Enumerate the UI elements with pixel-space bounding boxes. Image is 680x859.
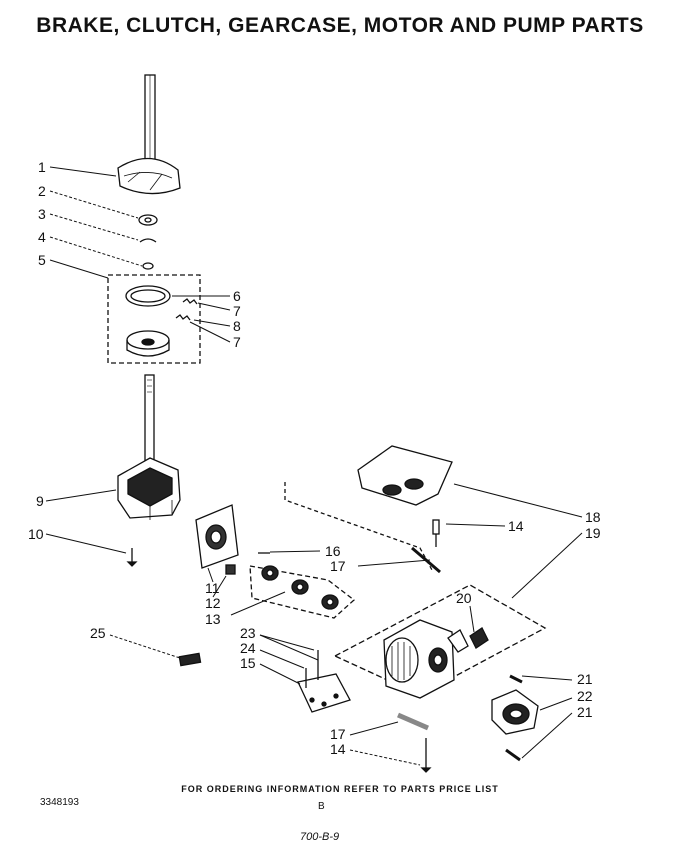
brake-drum-icon [126,330,170,357]
pump-screw-lower-icon [505,748,521,762]
assembly-guide-line [284,482,433,571]
mounting-bracket-icon [297,673,351,713]
page-title: BRAKE, CLUTCH, GEARCASE, MOTOR AND PUMP … [36,14,644,37]
callout-7a: 7 [233,303,241,319]
small-ring-icon [142,262,154,270]
screw-icon [126,548,138,567]
callout-14a: 14 [508,518,524,534]
motor-cover-plate-icon [357,445,453,506]
callout-1: 1 [38,159,46,175]
motor-switch-icon [447,627,489,653]
callout-7b: 7 [233,334,241,350]
callout-10: 10 [28,526,44,542]
callout-11: 11 [205,580,220,596]
spring-icon [175,298,198,321]
ordering-note: FOR ORDERING INFORMATION REFER TO PARTS … [181,784,499,794]
callout-17a: 17 [330,558,346,574]
brake-shaft-icon [144,74,156,171]
callout-23: 23 [240,625,256,641]
callout-12: 12 [205,595,221,611]
pump-screw-icon [509,674,523,684]
callout-6: 6 [233,288,241,304]
callout-3: 3 [38,206,46,222]
bearing-set-box [249,565,356,619]
callout-5: 5 [38,252,46,268]
plug-icon [225,564,236,575]
callout-8: 8 [233,318,241,334]
callout-4: 4 [38,229,46,245]
lower-rod-icon [397,712,429,731]
brake-band-icon [125,285,171,307]
bearing-icon [261,565,339,610]
callout-19: 19 [585,525,601,541]
sheet-code: 700-B-9 [300,831,340,843]
gearcase-icon [117,457,181,520]
gearcase-shaft-icon [144,374,155,471]
callout-18: 18 [585,509,601,525]
motor-icon [383,619,455,699]
callout-25: 25 [90,625,106,641]
page-letter: B [318,801,325,812]
callout-22: 22 [577,688,593,704]
part-number: 3348193 [40,797,79,808]
callout-2: 2 [38,183,46,199]
spacer-block-icon [178,652,202,667]
pump-icon [491,689,539,735]
callout-16: 16 [325,543,341,559]
washer-icon [138,214,158,226]
callout-9: 9 [36,493,44,509]
motor-assembly-box [333,584,547,696]
gearcase-cover-icon [195,504,239,569]
callout-24: 24 [240,640,256,656]
brake-assembly-box [107,274,201,364]
callout-15: 15 [240,655,256,671]
retaining-ring-icon [139,238,157,243]
callout-14b: 14 [330,741,346,757]
brake-housing-icon [117,157,181,195]
callout-21a: 21 [577,671,593,687]
bolt-icon [432,519,440,547]
callout-13: 13 [205,611,221,627]
callout-21b: 21 [577,704,593,720]
callout-20: 20 [456,590,472,606]
callout-17b: 17 [330,726,346,742]
